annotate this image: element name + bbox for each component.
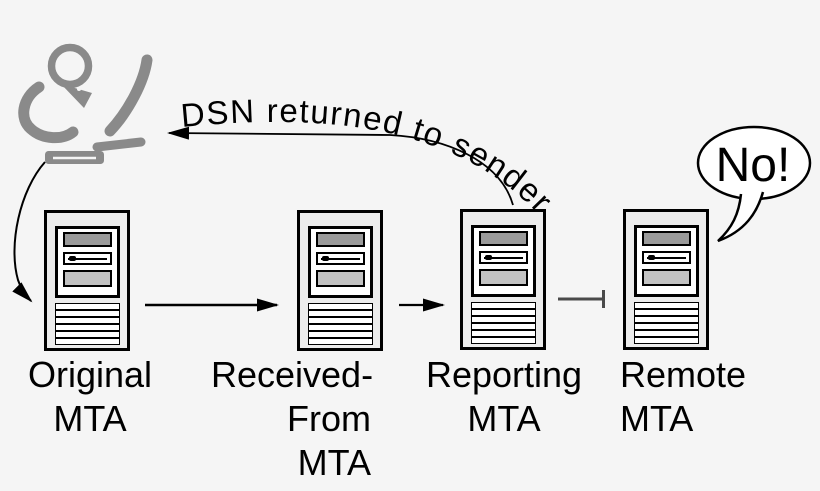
label-original-mta: Original MTA [15,353,165,441]
server-bay-bottom [315,269,365,287]
server-panel [633,224,699,297]
label-line: MTA [467,398,541,439]
vent-slat [470,301,536,309]
blocked-arrow-reporting-to-remote [558,290,605,308]
drive-slit [320,256,360,261]
server-panel [307,225,373,298]
vent-slat [307,331,373,339]
server-icon-received-from-mta [297,210,383,351]
vent-slat [54,302,120,310]
vent-slat [307,309,373,317]
drive-slit [67,256,107,261]
server-icon-remote-mta [623,209,709,350]
server-bay-top [315,231,365,247]
vent-slat [54,324,120,332]
vent-slat [633,323,699,331]
label-remote-mta: Remote MTA [620,353,780,441]
vent-slat [633,301,699,309]
vent-slat [307,316,373,324]
vent-slat [633,337,699,345]
label-line: From [287,398,371,439]
label-line: MTA [620,398,694,439]
vent-slat [633,308,699,316]
server-panel [54,225,120,298]
label-received-from-mta: Received- From MTA [211,353,374,485]
server-drive-bay [641,250,691,264]
vent-slat [470,323,536,331]
speech-bubble: No! [696,125,812,243]
person-at-laptop-icon [18,43,153,164]
vent-slat [54,338,120,346]
speech-bubble-text: No! [716,139,791,192]
server-vents [633,301,699,345]
server-icon-original-mta [44,210,130,351]
label-line: MTA [53,398,127,439]
vent-slat [307,324,373,332]
vent-slat [633,330,699,338]
drive-slit [646,255,686,260]
dsn-return-arrow [167,126,514,206]
server-bay-bottom [62,269,112,287]
server-icon-reporting-mta [460,209,546,350]
vent-slat [470,315,536,323]
vent-slat [54,309,120,317]
vent-slat [470,330,536,338]
dsn-arrow-label: DSN returned to sender [179,92,560,220]
vent-slat [307,338,373,346]
server-vents [54,302,120,346]
server-bay-top [641,230,691,246]
vent-slat [54,316,120,324]
server-drive-bay [478,250,528,264]
vent-slat [633,315,699,323]
label-line: MTA [297,442,371,483]
label-line: Received- [211,354,374,395]
server-bay-bottom [641,268,691,286]
server-drive-bay [315,251,365,265]
vent-slat [470,308,536,316]
vent-slat [54,331,120,339]
server-vents [307,302,373,346]
server-bay-top [478,230,528,246]
label-line: Remote [620,354,747,395]
server-drive-bay [62,251,112,265]
server-panel [470,224,536,297]
label-line: Reporting [425,354,583,395]
label-reporting-mta: Reporting MTA [424,353,584,441]
label-line: Original [27,354,153,395]
server-bay-top [62,231,112,247]
drive-slit [483,255,523,260]
server-bay-bottom [478,268,528,286]
sender-to-original-arrow [12,161,46,303]
vent-slat [307,302,373,310]
vent-slat [470,337,536,345]
server-vents [470,301,536,345]
